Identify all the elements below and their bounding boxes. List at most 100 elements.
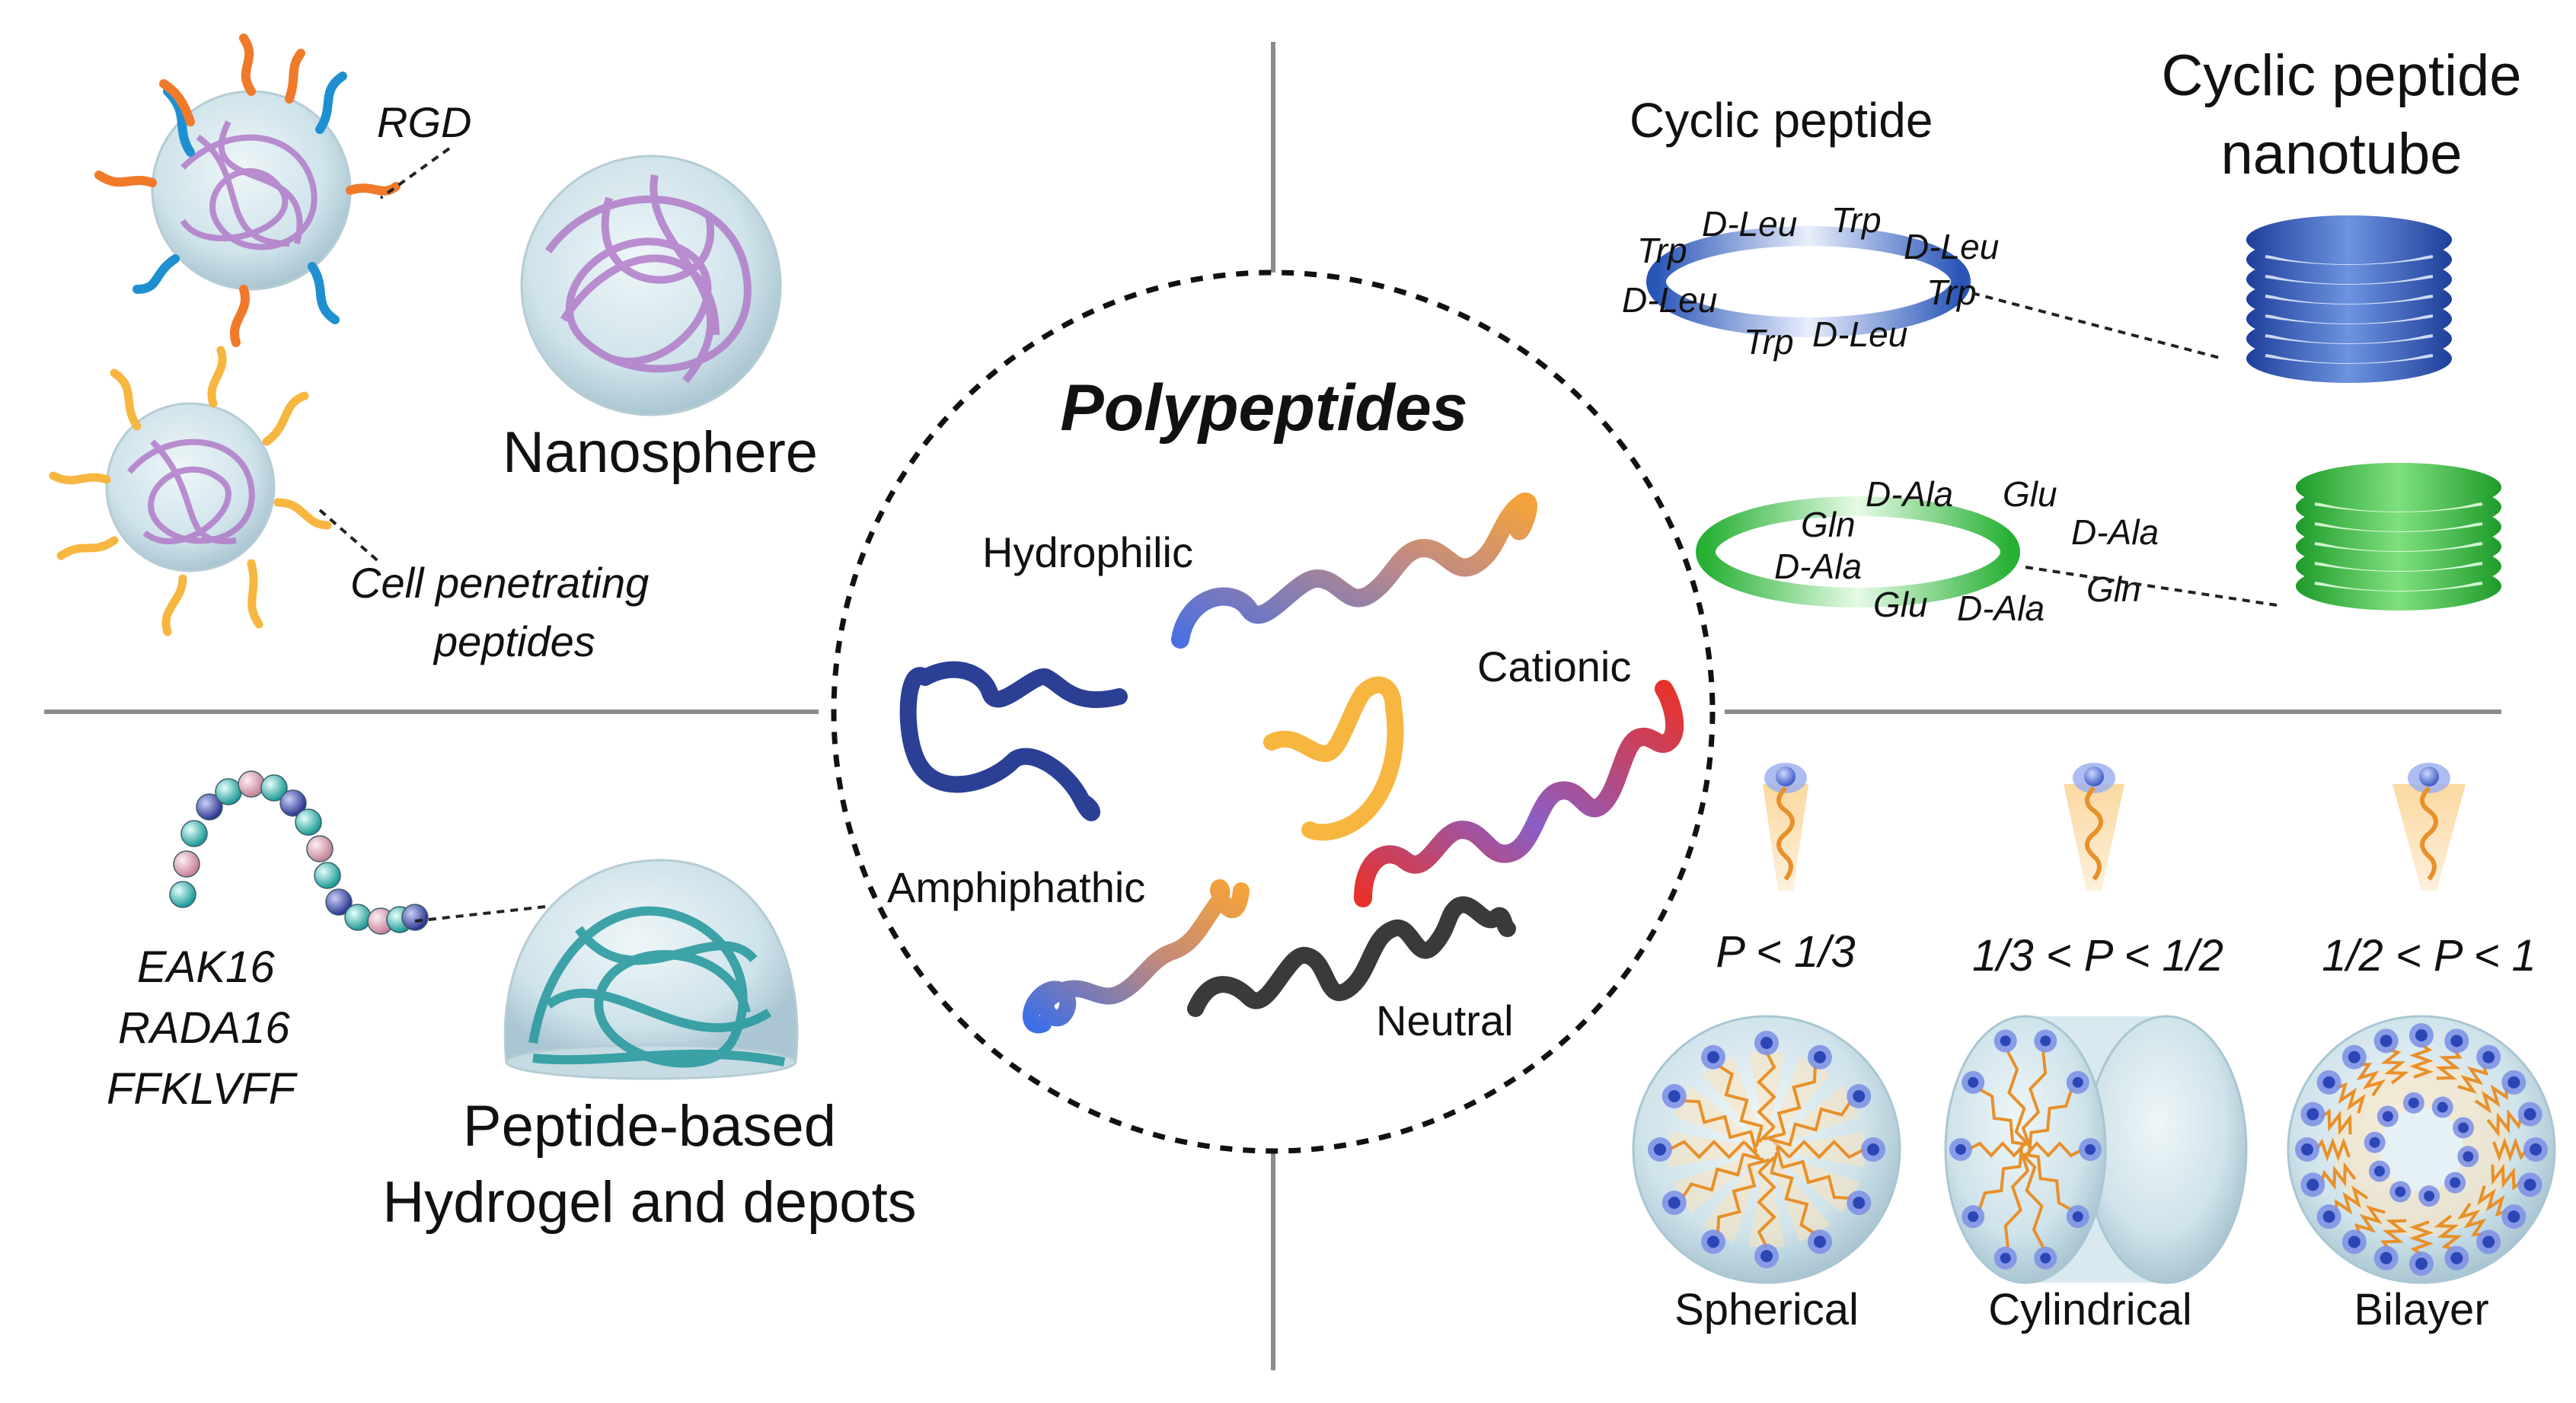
micelle-tail: [2003, 1146, 2030, 1248]
top-right-cyclic: Cyclic peptide Cyclic peptide nanotube T…: [1622, 43, 2522, 628]
micelle-head-core: [2415, 1029, 2428, 1041]
micelle-tail: [1978, 1087, 2029, 1146]
vesicle-inner-head-core: [2382, 1111, 2393, 1122]
micelle-head-core: [1814, 1051, 1826, 1063]
micelle-tail: [1977, 1144, 2024, 1210]
rgd-sphere: [94, 33, 401, 347]
nanosphere: [520, 155, 782, 416]
amphiphathic-chain: [1023, 879, 1250, 1034]
micelle-wedge: [1767, 1085, 1860, 1150]
micelle-head-core: [1707, 1051, 1719, 1063]
peptide-bead: [325, 888, 353, 916]
micelle-head-core: [1668, 1090, 1681, 1102]
residue-label: D-Ala: [1866, 474, 1953, 514]
micelle-head-core: [1968, 1211, 1979, 1223]
orange-coil: [1263, 676, 1404, 841]
micelle-head-core: [2523, 1178, 2536, 1191]
micelle-tail: [2380, 1219, 2408, 1251]
label-cpp-line2: peptides: [433, 617, 595, 665]
micelle-head-core: [2482, 1051, 2495, 1063]
micelle-head-core: [2072, 1076, 2083, 1088]
neutral-chain: [1187, 896, 1516, 1017]
micelle-tail: [2024, 1141, 2083, 1158]
label-bilayer: Bilayer: [2354, 1285, 2488, 1334]
tube-top: [2246, 215, 2452, 264]
micelle-head-core: [1760, 1037, 1773, 1049]
peptide-bead: [196, 793, 223, 821]
micelle-head-core: [2348, 1051, 2361, 1063]
micelle-tail: [1682, 1099, 1758, 1153]
cone-unit-3: [2392, 763, 2466, 891]
micelle-tail: [1681, 1152, 1764, 1200]
label-p-range-3: 1/2 < P < 1: [2322, 931, 2536, 981]
micelle-head-core: [2322, 1210, 2335, 1223]
micelle-tail: [2006, 1051, 2033, 1149]
micelle-head-core: [2507, 1210, 2520, 1223]
label-hydrogel-line2: Hydrogel and depots: [382, 1170, 916, 1235]
cylinder-face: [1944, 1015, 2107, 1284]
micelle-tail: [2491, 1163, 2523, 1191]
micelle-head-core: [2523, 1108, 2536, 1121]
micelle-tail: [2319, 1162, 2357, 1191]
blue-nanotube: [2246, 215, 2452, 383]
label-p-range-2: 1/3 < P < 1/2: [1972, 931, 2223, 981]
residue-label: D-Leu: [1904, 227, 1999, 266]
label-cyclic-peptide: Cyclic peptide: [1630, 93, 1933, 148]
vesicle-inner-head-core: [2450, 1177, 2461, 1188]
vesicle-inner-head-core: [2395, 1186, 2406, 1197]
cpp-sphere: [49, 346, 332, 636]
cpp-leader-line: [318, 509, 382, 565]
peptide-bead: [173, 850, 200, 878]
vesicle-lumen: [2380, 1108, 2463, 1191]
vesicle-inner-head-core: [2458, 1122, 2469, 1134]
residue-label: Glu: [1873, 585, 1928, 624]
label-hydrophilic: Hydrophilic: [982, 528, 1193, 576]
label-rada16: RADA16: [118, 1003, 290, 1053]
micelle-head-core: [2507, 1076, 2520, 1089]
micelle-head-core: [1668, 1197, 1681, 1209]
residue-label: D-Ala: [1957, 588, 2045, 628]
dark-blue-coil: [899, 661, 1128, 821]
label-neutral: Neutral: [1376, 996, 1514, 1044]
peptide-bead: [344, 904, 372, 931]
micelle-wedge: [1767, 1150, 1831, 1243]
cone-head-core: [2419, 767, 2439, 786]
blue-cyclic-ring: [1646, 226, 1971, 337]
cone-shape: [1763, 784, 1808, 891]
micelle-head-core: [1867, 1143, 1879, 1156]
micelle-tail: [2018, 1150, 2045, 1248]
cone-shape: [2064, 784, 2124, 891]
micelle-tail: [2409, 1220, 2434, 1256]
rgd-leader-line: [379, 147, 451, 199]
cone-tail: [1776, 786, 1795, 881]
vesicle-inner-head-core: [2437, 1102, 2448, 1113]
vesicle-inner-head-core: [2369, 1137, 2380, 1148]
residue-label: Trp: [1637, 231, 1687, 270]
micelle-tail: [1757, 1156, 1776, 1248]
micelle-wedge: [1748, 1150, 1785, 1247]
hydrophilic-chain: [1171, 493, 1537, 649]
label-cationic: Cationic: [1477, 643, 1631, 690]
residue-label: Gln: [2086, 569, 2141, 609]
hydrogel-dome: [503, 859, 799, 1080]
residue-label: Glu: [2003, 474, 2057, 514]
micelle-head-core: [2040, 1252, 2051, 1264]
label-cylindrical: Cylindrical: [1988, 1285, 2192, 1334]
residue-label: D-Leu: [1622, 280, 1717, 320]
label-amphiphathic: Amphiphathic: [887, 863, 1145, 911]
micelle-head-core: [1654, 1143, 1666, 1156]
vesicle-inner-head-core: [2373, 1165, 2385, 1177]
peptide-bead: [314, 862, 341, 889]
vesicle-inner-head-core: [2408, 1097, 2419, 1108]
micelle-tail: [2434, 1214, 2463, 1252]
micelle-tail: [2477, 1185, 2507, 1217]
micelle-head-core: [2322, 1076, 2335, 1089]
micelle-head-core: [2450, 1252, 2463, 1264]
micelle-tail: [2315, 1137, 2351, 1162]
cone-unit-1: [1763, 763, 1808, 891]
label-rgd: RGD: [377, 98, 471, 146]
peptide-bead: [238, 770, 265, 798]
micelle-tail: [1773, 1140, 1865, 1159]
micelle-tail: [1769, 1099, 1853, 1147]
